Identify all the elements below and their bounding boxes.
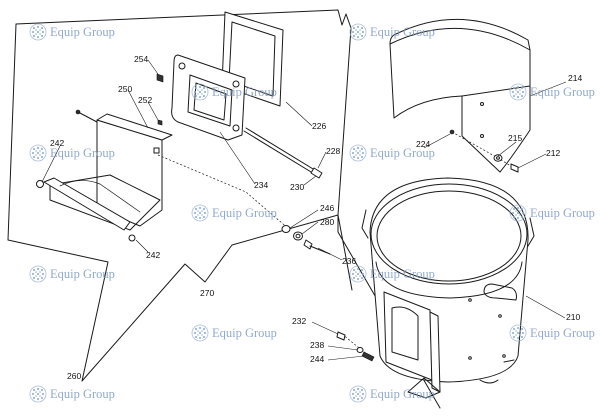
mounting-bracket-part: [36, 109, 173, 242]
part-labels: 254 250 252 242 242 226 228 230 234 246 …: [50, 54, 582, 381]
pin-part: [310, 167, 323, 179]
watermark: Equip Group: [509, 204, 595, 222]
watermark-logo-icon: [191, 204, 209, 222]
svg-text:Equip Group: Equip Group: [530, 326, 595, 340]
housing-bolt-part: [361, 351, 375, 362]
watermark-logo-icon: [29, 265, 47, 283]
svg-text:Equip Group: Equip Group: [212, 85, 277, 99]
label-234: 234: [254, 180, 268, 190]
watermark-logo-icon: [29, 144, 47, 162]
label-254: 254: [134, 54, 148, 64]
label-214: 214: [568, 73, 582, 83]
svg-text:Equip Group: Equip Group: [370, 146, 435, 160]
watermark: Equip Group: [349, 265, 435, 283]
watermark: Equip Group: [509, 324, 595, 342]
label-215: 215: [508, 133, 522, 143]
watermark-logo-icon: [349, 144, 367, 162]
watermark: Equip Group: [349, 144, 435, 162]
drum-housing-part: [361, 177, 535, 399]
watermark-logo-icon: [349, 265, 367, 283]
leader-lines: [41, 59, 567, 361]
sleeve-screw-part: [449, 129, 455, 135]
sleeve-part: [389, 18, 531, 173]
label-228: 228: [326, 146, 340, 156]
watermark: Equip Group: [349, 23, 435, 41]
watermark-logo-icon: [29, 385, 47, 403]
svg-text:Equip Group: Equip Group: [50, 25, 115, 39]
label-236: 236: [342, 256, 356, 266]
watermark-logo-icon: [29, 23, 47, 41]
label-224: 224: [416, 139, 430, 149]
watermark: Equip Group: [29, 265, 115, 283]
watermark-logo-icon: [349, 23, 367, 41]
label-250: 250: [118, 84, 132, 94]
svg-text:Equip Group: Equip Group: [530, 85, 595, 99]
watermark: Equip Group: [29, 385, 115, 403]
watermark-logo-icon: [349, 385, 367, 403]
svg-text:Equip Group: Equip Group: [370, 25, 435, 39]
watermark: Equip Group: [191, 204, 277, 222]
callout-outline: [7, 9, 352, 382]
svg-text:Equip Group: Equip Group: [370, 387, 435, 401]
watermark: Equip Group: [191, 324, 277, 342]
watermark: Equip Group: [349, 385, 435, 403]
svg-text:Equip Group: Equip Group: [50, 146, 115, 160]
label-246: 246: [320, 203, 334, 213]
washer-part: [281, 225, 291, 233]
watermark: Equip Group: [29, 23, 115, 41]
rod-part: [243, 127, 319, 176]
watermark-logo-icon: [191, 324, 209, 342]
svg-text:Equip Group: Equip Group: [530, 206, 595, 220]
sleeve-washer-part: [493, 154, 503, 162]
watermark: Equip Group: [191, 83, 277, 101]
label-242-lower: 242: [146, 250, 160, 260]
svg-text:Equip Group: Equip Group: [212, 326, 277, 340]
label-232: 232: [292, 316, 306, 326]
label-270: 270: [200, 288, 214, 298]
label-212: 212: [546, 148, 560, 158]
label-260: 260: [67, 371, 81, 381]
svg-text:Equip Group: Equip Group: [50, 267, 115, 281]
watermark-logo-icon: [509, 83, 527, 101]
label-242-upper: 242: [50, 138, 64, 148]
watermarks: Equip Group Equip Group Equip Group Equi…: [29, 23, 595, 403]
label-210: 210: [566, 312, 580, 322]
sleeve-nut-part: [510, 163, 519, 173]
watermark: Equip Group: [509, 83, 595, 101]
watermark-logo-icon: [509, 204, 527, 222]
label-280: 280: [320, 217, 334, 227]
label-252: 252: [138, 95, 152, 105]
screw-part: [156, 73, 164, 83]
watermark: Equip Group: [29, 144, 115, 162]
watermark-logo-icon: [509, 324, 527, 342]
watermark-logo-icon: [191, 83, 209, 101]
svg-text:Equip Group: Equip Group: [370, 267, 435, 281]
nut-part: [293, 231, 303, 241]
label-238: 238: [310, 340, 324, 350]
housing-screw-part: [336, 331, 346, 341]
svg-text:Equip Group: Equip Group: [212, 206, 277, 220]
svg-text:Equip Group: Equip Group: [50, 387, 115, 401]
label-230: 230: [290, 182, 304, 192]
window-bracket-part: [171, 54, 246, 141]
label-226: 226: [312, 121, 326, 131]
label-244: 244: [310, 354, 324, 364]
